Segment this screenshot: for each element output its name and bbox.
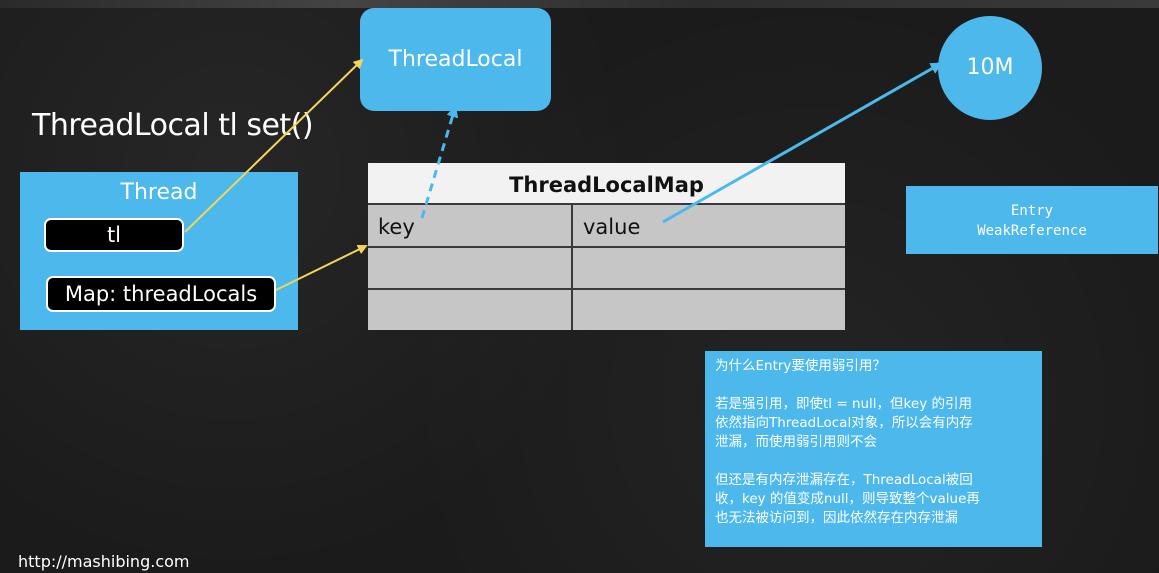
table-row-divider: [368, 246, 845, 248]
footer-url: http://mashibing.com: [18, 552, 190, 571]
threadlocal-box: ThreadLocal: [360, 8, 551, 111]
threadlocalmap-table: ThreadLocalMap key value: [368, 163, 845, 330]
table-cell-empty: [368, 248, 571, 288]
note-line: 也无法被访问到，因此依然存在内存泄漏: [715, 510, 958, 526]
top-band: [0, 0, 1159, 8]
table-cell-empty: [573, 290, 845, 330]
table-cell-empty: [573, 248, 845, 288]
arrow-value-to-10m: [662, 62, 943, 224]
table-cell-value: value: [573, 205, 845, 246]
note-line: 依然指向ThreadLocal对象，所以会有内存: [715, 415, 973, 431]
table-column-divider: [571, 205, 573, 330]
note-line: 收，key 的值变成null，则导致整个value再: [715, 491, 980, 507]
note-line: 泄漏，而使用弱引用则不会: [715, 434, 877, 450]
table-cell-key: key: [368, 205, 571, 246]
threadlocal-label: ThreadLocal: [388, 47, 523, 72]
arrow-key-to-threadlocal-weak: [420, 105, 459, 219]
note-line: 但还是有内存泄漏存在，ThreadLocal被回: [715, 472, 973, 488]
threadlocalmap-header: ThreadLocalMap: [368, 163, 845, 205]
value-circle-label: 10M: [966, 55, 1014, 80]
threadlocalmap-title: ThreadLocalMap: [509, 173, 704, 197]
note-question: 为什么Entry要使用弱引用？: [715, 358, 886, 374]
slide-title: ThreadLocal tl set(): [32, 108, 314, 143]
entry-label: Entry: [1010, 203, 1054, 219]
note-line: 若是强引用，即使tl = null，但key 的引用: [715, 396, 972, 412]
value-circle: 10M: [938, 16, 1042, 120]
arrow-tl-to-threadlocal: [184, 58, 364, 233]
thread-box: Thread tl Map: threadLocals: [20, 172, 298, 330]
table-row-divider: [368, 288, 845, 290]
map-field: Map: threadLocals: [46, 276, 276, 312]
entry-box: Entry WeakReference: [906, 186, 1158, 254]
explanation-note: 为什么Entry要使用弱引用？ 若是强引用，即使tl = null，但key 的…: [705, 351, 1042, 547]
weakreference-label: WeakReference: [977, 223, 1087, 239]
table-cell-empty: [368, 290, 571, 330]
arrow-map-to-threadlocalmap: [275, 245, 368, 291]
tl-field: tl: [44, 218, 184, 252]
thread-label: Thread: [120, 180, 198, 205]
